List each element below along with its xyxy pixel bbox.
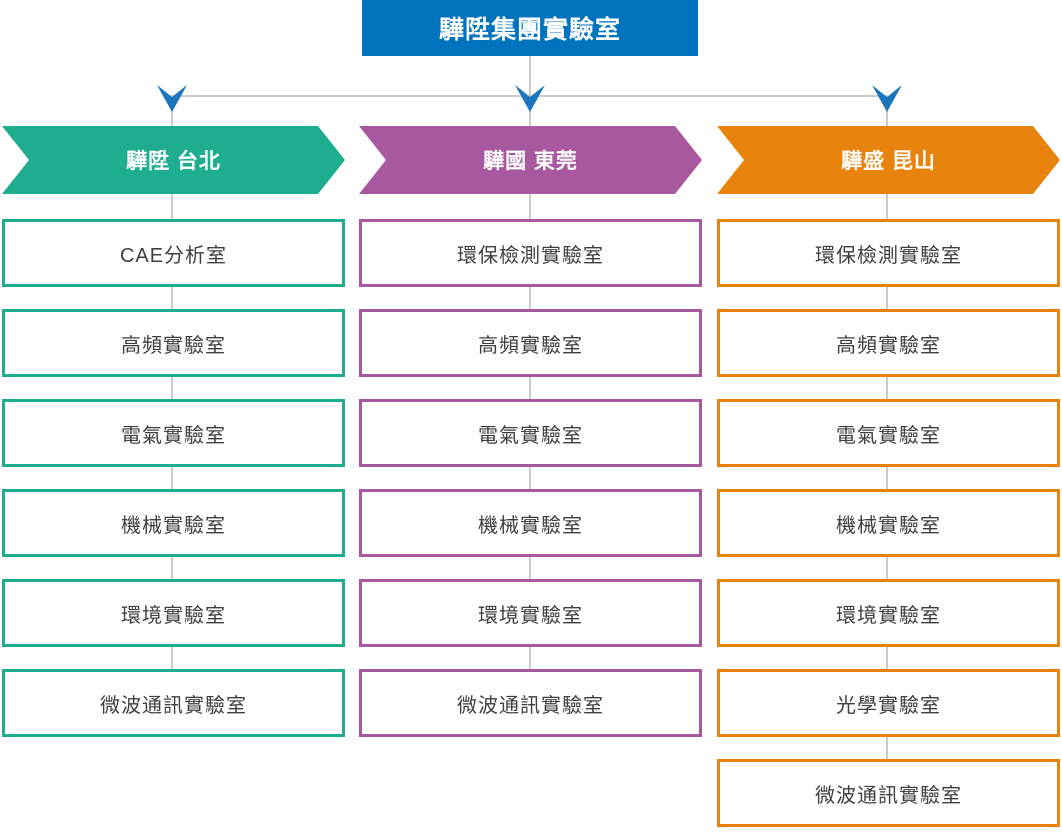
connector-stub-kunshan — [886, 97, 888, 127]
column-taipei: 驊陞 台北 CAE分析室 高頻實驗室 電氣實驗室 機械實驗室 環境實驗室 微波通… — [2, 126, 345, 737]
lab-label: 微波通訊實驗室 — [457, 694, 604, 717]
lab-label: 電氣實驗室 — [121, 424, 226, 447]
down-arrow-icon — [872, 85, 902, 112]
lab-box: 高頻實驗室 — [717, 309, 1060, 377]
lab-box: 高頻實驗室 — [359, 309, 702, 377]
lab-box: 高頻實驗室 — [2, 309, 345, 377]
lab-box: 機械實驗室 — [717, 489, 1060, 557]
lab-box: 機械實驗室 — [2, 489, 345, 557]
column-dongguan: 驊國 東莞 環保檢測實驗室 高頻實驗室 電氣實驗室 機械實驗室 環境實驗室 微波… — [359, 126, 702, 737]
lab-box: 機械實驗室 — [359, 489, 702, 557]
lab-label: 環保檢測實驗室 — [457, 244, 604, 267]
lab-label: 電氣實驗室 — [836, 424, 941, 447]
lab-label: CAE分析室 — [119, 244, 228, 267]
lab-box: 光學實驗室 — [717, 669, 1060, 737]
lab-label: 微波通訊實驗室 — [815, 784, 962, 807]
lab-label: 環保檢測實驗室 — [815, 244, 962, 267]
lab-label: 高頻實驗室 — [121, 334, 226, 357]
lab-label: 環境實驗室 — [836, 604, 941, 627]
root-node: 驊陞集團實驗室 — [362, 0, 698, 56]
lab-label: 環境實驗室 — [121, 604, 226, 627]
column-header-label: 驊盛 昆山 — [841, 150, 936, 173]
lab-box: 電氣實驗室 — [717, 399, 1060, 467]
lab-label: 微波通訊實驗室 — [100, 694, 247, 717]
connector-stub-dongguan — [529, 97, 531, 127]
connector-horizontal — [171, 95, 888, 97]
lab-label: 光學實驗室 — [836, 694, 941, 717]
lab-box: 電氣實驗室 — [359, 399, 702, 467]
lab-box: 環境實驗室 — [2, 579, 345, 647]
lab-box: 微波通訊實驗室 — [717, 759, 1060, 827]
connector-root-stem — [529, 55, 531, 96]
column-header-banner: 驊陞 台北 — [2, 126, 345, 194]
column-header-label: 驊陞 台北 — [126, 150, 221, 173]
lab-box: 微波通訊實驗室 — [2, 669, 345, 737]
column-header-label: 驊國 東莞 — [483, 150, 578, 173]
column-header-banner: 驊國 東莞 — [359, 126, 702, 194]
lab-label: 機械實驗室 — [836, 514, 941, 537]
down-arrow-icon — [157, 85, 187, 112]
lab-box: 環境實驗室 — [359, 579, 702, 647]
lab-label: 高頻實驗室 — [836, 334, 941, 357]
lab-box: 電氣實驗室 — [2, 399, 345, 467]
lab-box: 環境實驗室 — [717, 579, 1060, 647]
lab-label: 機械實驗室 — [121, 514, 226, 537]
lab-box: 微波通訊實驗室 — [359, 669, 702, 737]
root-label: 驊陞集團實驗室 — [438, 16, 621, 44]
lab-label: 電氣實驗室 — [478, 424, 583, 447]
lab-box: 環保檢測實驗室 — [359, 219, 702, 287]
lab-label: 環境實驗室 — [478, 604, 583, 627]
lab-box: CAE分析室 — [2, 219, 345, 287]
column-kunshan: 驊盛 昆山 環保檢測實驗室 高頻實驗室 電氣實驗室 機械實驗室 環境實驗室 光學… — [717, 126, 1060, 827]
down-arrow-icon — [515, 85, 545, 112]
column-header-banner: 驊盛 昆山 — [717, 126, 1060, 194]
lab-box: 環保檢測實驗室 — [717, 219, 1060, 287]
lab-label: 機械實驗室 — [478, 514, 583, 537]
lab-label: 高頻實驗室 — [478, 334, 583, 357]
connector-stub-taipei — [171, 97, 173, 127]
